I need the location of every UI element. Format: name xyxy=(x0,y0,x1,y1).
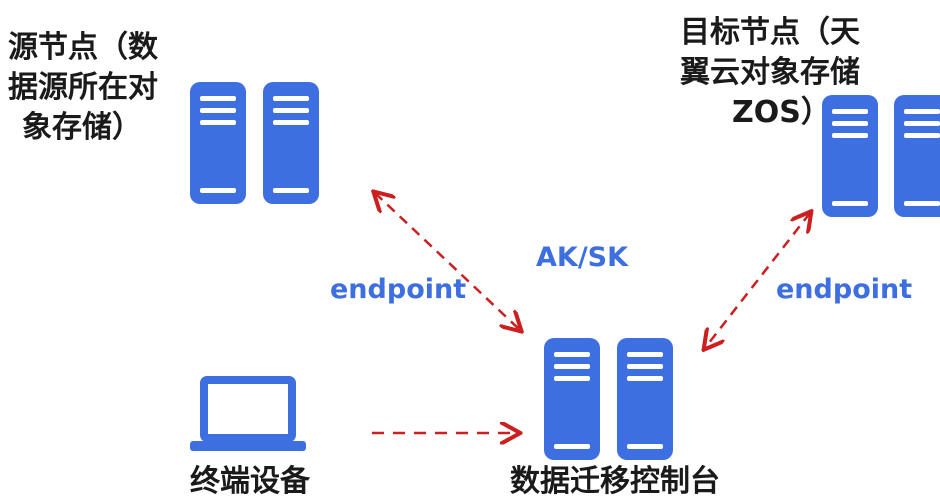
source-node-label-line-1: 源节点（数 xyxy=(8,30,158,65)
ak-sk-label: AK/SK xyxy=(536,242,629,273)
source-node-label: 源节点（数 据源所在对 象存储） xyxy=(8,28,188,148)
arrow-target-console xyxy=(705,213,810,348)
console-server-icon-1 xyxy=(544,338,600,460)
source-server-icon-1 xyxy=(190,82,246,204)
terminal-device-label: 终端设备 xyxy=(190,464,310,499)
target-node-label-line-2: 翼云对象存储 xyxy=(680,55,860,90)
target-node-label: 目标节点（天 翼云对象存储 ZOS） xyxy=(680,13,900,133)
endpoint-right-label: endpoint xyxy=(776,274,913,305)
migration-console-label: 数据迁移控制台 xyxy=(510,464,720,499)
target-node-label-line-1: 目标节点（天 xyxy=(680,15,860,50)
target-server-icon-1 xyxy=(822,95,878,217)
source-node-label-line-3: 象存储） xyxy=(22,110,142,145)
console-server-icon-2 xyxy=(617,338,673,460)
endpoint-left-label: endpoint xyxy=(330,274,467,305)
laptop-icon xyxy=(190,376,306,451)
arrow-source-console xyxy=(375,193,520,330)
target-server-icon-2 xyxy=(894,95,940,217)
source-node-label-line-2: 据源所在对 xyxy=(8,70,158,105)
source-server-icon-2 xyxy=(263,82,319,204)
target-node-label-line-3: ZOS） xyxy=(732,95,831,130)
